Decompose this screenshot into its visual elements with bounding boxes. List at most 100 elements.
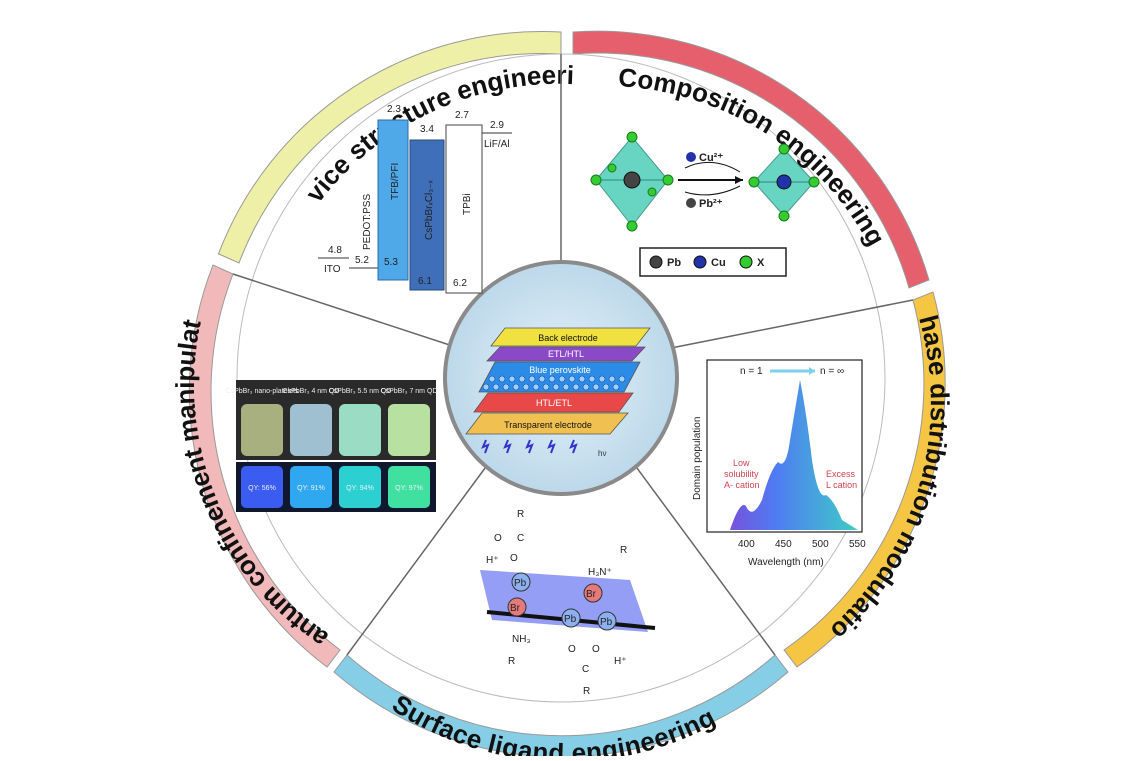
ring-sector-quantum bbox=[188, 264, 341, 668]
qy-label-2: QY: 91% bbox=[297, 485, 325, 492]
perovskite-dot bbox=[542, 383, 550, 391]
perovskite-dot bbox=[482, 383, 490, 391]
phase-xlabel: Wavelength (nm) bbox=[748, 557, 824, 568]
right-note-2: L cation bbox=[826, 480, 857, 490]
r-ammonium: R bbox=[620, 545, 627, 556]
tpbi-block bbox=[445, 124, 483, 294]
center-label-transparent: Transparent electrode bbox=[504, 420, 592, 430]
perovskite-dot bbox=[488, 375, 496, 383]
c-bottom: C bbox=[582, 664, 589, 675]
tfb-block bbox=[377, 119, 409, 281]
left-note-2: solubility bbox=[724, 469, 759, 479]
perovskite-dot bbox=[582, 383, 590, 391]
o-top2: O bbox=[510, 553, 518, 564]
composition-legend bbox=[639, 247, 787, 277]
perovskite-dot bbox=[492, 383, 500, 391]
phase-peaks bbox=[710, 380, 858, 530]
energy-diagram: 4.8 ITO 5.2 PEDOT:PSS 2.3 5.3 TFB/PFI 3.… bbox=[318, 104, 512, 294]
surface-ligand: Pb Br Pb Pb Br R O C O H⁺ H₃N⁺ R NH₃ R O… bbox=[480, 509, 656, 697]
h-top: H⁺ bbox=[486, 555, 499, 566]
tick-400: 400 bbox=[738, 539, 755, 550]
tpbi-label: TPBi bbox=[462, 193, 473, 215]
left-note-1: Low bbox=[733, 458, 750, 468]
center-label-back-electrode: Back electrode bbox=[538, 333, 598, 343]
pb-site-3: Pb bbox=[600, 617, 613, 628]
qy-label-1: QY: 56% bbox=[248, 485, 276, 492]
perovskite-dot bbox=[572, 383, 580, 391]
o-top: O bbox=[494, 533, 502, 544]
tfb-label: TFB/PFI bbox=[390, 163, 401, 200]
pb-atom bbox=[623, 171, 641, 189]
perovskite-dot bbox=[548, 375, 556, 383]
cu-ion-label: Cu²⁺ bbox=[699, 152, 723, 164]
tick-550: 550 bbox=[849, 539, 866, 550]
tick-450: 450 bbox=[775, 539, 792, 550]
cspb-label: CsPbBrₓCl₃₋ₓ bbox=[424, 179, 435, 240]
nh3-label: NH₃ bbox=[512, 634, 531, 645]
left-note-3: A- cation bbox=[724, 480, 760, 490]
o-bottom: O bbox=[568, 644, 576, 655]
e27-label: 2.7 bbox=[455, 110, 469, 121]
ito-label: ITO bbox=[324, 264, 341, 275]
r-top: R bbox=[517, 509, 524, 520]
pb-site-2: Pb bbox=[564, 614, 577, 625]
cu-atom bbox=[776, 174, 792, 190]
perovskite-dots bbox=[482, 375, 626, 391]
pb-ion-icon bbox=[686, 198, 696, 208]
n1-label: n = 1 bbox=[740, 366, 763, 377]
composition-illustration: Cu²⁺ Pb²⁺ Pb Cu X bbox=[590, 131, 820, 277]
qy-label-4: QY: 97% bbox=[395, 485, 423, 492]
perovskite-dot bbox=[558, 375, 566, 383]
e23-label: 2.3 bbox=[387, 104, 401, 115]
phase-chart: n = 1 n = ∞ Domain population Wavelength… bbox=[692, 359, 866, 568]
r-bottom2: R bbox=[583, 686, 590, 697]
layer-htl-etl bbox=[473, 392, 634, 413]
light-emission-arrows bbox=[481, 439, 578, 454]
perovskite-dot bbox=[498, 375, 506, 383]
perovskite-dot bbox=[568, 375, 576, 383]
e29-label: 2.9 bbox=[490, 120, 504, 131]
outer-ring bbox=[188, 30, 946, 758]
perovskite-dot bbox=[538, 375, 546, 383]
cu-ion-icon bbox=[686, 152, 696, 162]
legend-x: X bbox=[757, 257, 765, 269]
br-site-2: Br bbox=[586, 589, 597, 600]
r-bottom: R bbox=[508, 656, 515, 667]
center-label-perovskite: Blue perovskite bbox=[529, 365, 591, 375]
e48-label: 4.8 bbox=[328, 245, 342, 256]
ring-sector-device bbox=[217, 30, 562, 264]
layer-etl-htl bbox=[486, 346, 646, 362]
phase-ylabel: Domain population bbox=[692, 417, 703, 500]
perovskite-dot bbox=[588, 375, 596, 383]
perovskite-dot bbox=[612, 383, 620, 391]
pedot-label: PEDOT:PSS bbox=[362, 194, 373, 250]
lif-label: LiF/Al bbox=[484, 139, 510, 150]
perovskite-dot bbox=[512, 383, 520, 391]
layer-back-electrode bbox=[490, 327, 651, 347]
br-site-1: Br bbox=[510, 603, 521, 614]
cspb-block bbox=[409, 139, 445, 291]
h-bottom: H⁺ bbox=[614, 656, 627, 667]
o-bottom2: O bbox=[592, 644, 600, 655]
pb-site-1: Pb bbox=[514, 578, 527, 589]
perovskite-dot bbox=[518, 375, 526, 383]
tick-500: 500 bbox=[812, 539, 829, 550]
perovskite-dot bbox=[552, 383, 560, 391]
qy-label-3: QY: 94% bbox=[346, 485, 374, 492]
vial-label-3: CsPbBr₃ 5.5 nm QD bbox=[329, 388, 392, 395]
vial-label-2: CsPbBr₃ 4 nm QD bbox=[283, 388, 340, 395]
layer-transparent-electrode bbox=[465, 412, 629, 435]
right-note-1: Excess bbox=[826, 469, 856, 479]
quantum-photos: CsPbBr₃ nano-platelets CsPbBr₃ 4 nm QD C… bbox=[226, 380, 438, 512]
perovskite-dot bbox=[592, 383, 600, 391]
perovskite-dot bbox=[618, 375, 626, 383]
ring-sector-phase bbox=[783, 291, 946, 668]
vial-label-4: CsPbBr₃ 7 nm QD bbox=[381, 388, 438, 395]
e53-label: 5.3 bbox=[384, 257, 398, 268]
ninf-label: n = ∞ bbox=[820, 366, 844, 377]
perovskite-dot bbox=[532, 383, 540, 391]
pb-ion-label: Pb²⁺ bbox=[699, 198, 723, 210]
perovskite-dot bbox=[562, 383, 570, 391]
